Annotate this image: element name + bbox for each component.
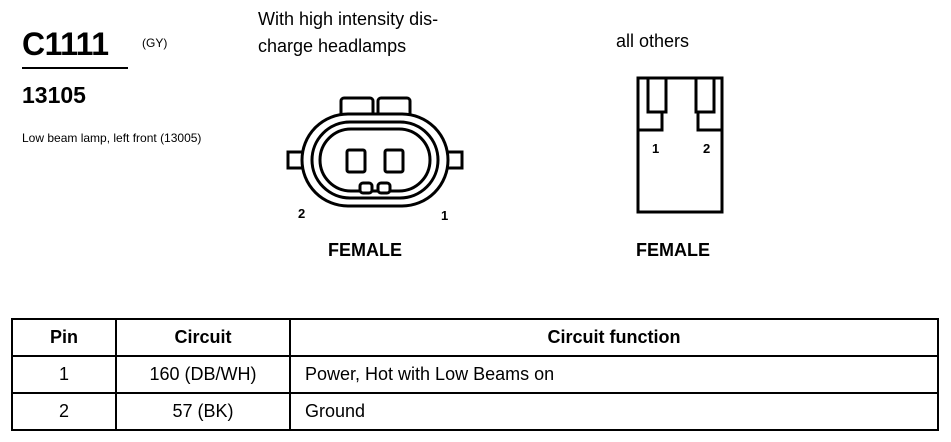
table-header-row: Pin Circuit Circuit function	[11, 318, 939, 357]
other-variant-title: all others	[616, 31, 690, 51]
hid-connector-face	[286, 96, 464, 208]
other-pin-label-1: 1	[652, 141, 659, 156]
hid-variant-title-line-1: With high intensity dis-	[258, 9, 439, 29]
hid-pin-label-2: 2	[298, 206, 305, 221]
wire-color-code: (GY)	[142, 36, 168, 50]
hid-variant-title-line-2: charge headlamps	[258, 36, 407, 56]
hid-key-bump-right	[376, 181, 392, 195]
other-terminal-2	[694, 76, 716, 114]
other-pin-label-2: 2	[703, 141, 710, 156]
cell-circuit: 160 (DB/WH)	[115, 355, 291, 394]
cell-pin: 2	[11, 392, 117, 431]
pinout-table: Pin Circuit Circuit function 1 160 (DB/W…	[11, 318, 939, 431]
hid-terminal-1	[383, 148, 405, 174]
table-row: 2 57 (BK) Ground	[11, 392, 939, 431]
hid-terminal-2	[345, 148, 367, 174]
title-underline	[22, 67, 128, 69]
connector-description: Low beam lamp, left front (13005)	[22, 131, 202, 145]
hid-variant-title: With high intensity dis- charge headlamp…	[258, 6, 518, 60]
cell-circuit-function: Power, Hot with Low Beams on	[289, 355, 939, 394]
header-circuit-function: Circuit function	[289, 318, 939, 357]
other-gender-label: FEMALE	[636, 240, 710, 260]
hid-pin-label-1: 1	[441, 208, 448, 223]
cell-pin: 1	[11, 355, 117, 394]
hid-housing-inner	[318, 127, 432, 193]
hid-gender-label: FEMALE	[328, 240, 402, 260]
part-number: 13105	[22, 82, 86, 108]
header-pin: Pin	[11, 318, 117, 357]
connector-id: C1111	[22, 26, 109, 62]
other-terminal-1	[646, 76, 668, 114]
cell-circuit: 57 (BK)	[115, 392, 291, 431]
other-connector-face	[636, 76, 724, 214]
hid-key-bump-left	[358, 181, 374, 195]
cell-circuit-function: Ground	[289, 392, 939, 431]
table-row: 1 160 (DB/WH) Power, Hot with Low Beams …	[11, 355, 939, 394]
header-circuit: Circuit	[115, 318, 291, 357]
